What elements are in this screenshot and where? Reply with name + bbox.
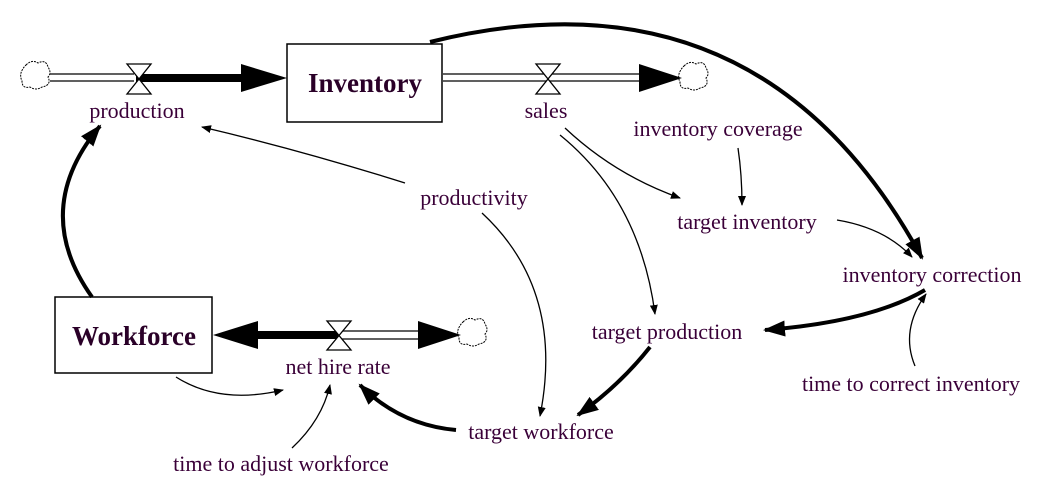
- inventory-label: Inventory: [308, 68, 422, 98]
- target-inventory-label[interactable]: target inventory: [677, 209, 817, 234]
- link-productivity-to-target-workforce: [481, 212, 547, 417]
- link-time-correct-to-correction: [908, 293, 927, 367]
- production-label[interactable]: production: [89, 98, 184, 123]
- link-target-inventory-to-correction: [836, 219, 913, 258]
- productivity-label[interactable]: productivity: [420, 185, 528, 210]
- time-to-correct-inventory-label[interactable]: time to correct inventory: [802, 371, 1020, 396]
- sales-label[interactable]: sales: [525, 98, 568, 123]
- valve-icon: [125, 63, 153, 95]
- link-time-adjust-to-net-hire: [291, 384, 332, 449]
- cloud-source-icon: [20, 60, 51, 90]
- target-workforce-label[interactable]: target workforce: [468, 419, 614, 444]
- link-productivity-to-production: [201, 125, 406, 184]
- target-production-label[interactable]: target production: [592, 319, 743, 344]
- link-sales-to-target-production: [559, 134, 658, 315]
- sales-flow-pipe: [443, 63, 682, 95]
- time-to-adjust-workforce-label[interactable]: time to adjust workforce: [173, 451, 389, 476]
- link-target-production-to-target-workforce: [576, 345, 652, 417]
- link-sales-to-target-inventory: [564, 127, 681, 199]
- valve-icon: [325, 320, 353, 351]
- link-target-workforce-to-net-hire: [358, 383, 457, 432]
- cloud-sink-icon: [678, 61, 709, 91]
- inventory-stock-box[interactable]: [286, 43, 443, 123]
- link-inventory-to-correction: [429, 22, 924, 260]
- production-flow-pipe: [50, 63, 287, 95]
- net-hire-rate-label[interactable]: net hire rate: [285, 354, 390, 379]
- workforce-stock-box[interactable]: [54, 296, 213, 374]
- workforce-label: Workforce: [72, 321, 196, 351]
- net-hire-rate-flow-pipe: [213, 320, 461, 351]
- inventory-coverage-label[interactable]: inventory coverage: [633, 116, 802, 141]
- inventory-correction-label[interactable]: inventory correction: [843, 262, 1022, 287]
- link-workforce-to-production: [60, 124, 102, 299]
- valve-icon: [534, 63, 562, 95]
- link-coverage-to-target-inventory: [737, 147, 746, 206]
- cloud-sink-icon: [457, 317, 488, 347]
- link-workforce-to-net-hire: [175, 376, 284, 396]
- link-correction-to-target-production: [763, 288, 927, 337]
